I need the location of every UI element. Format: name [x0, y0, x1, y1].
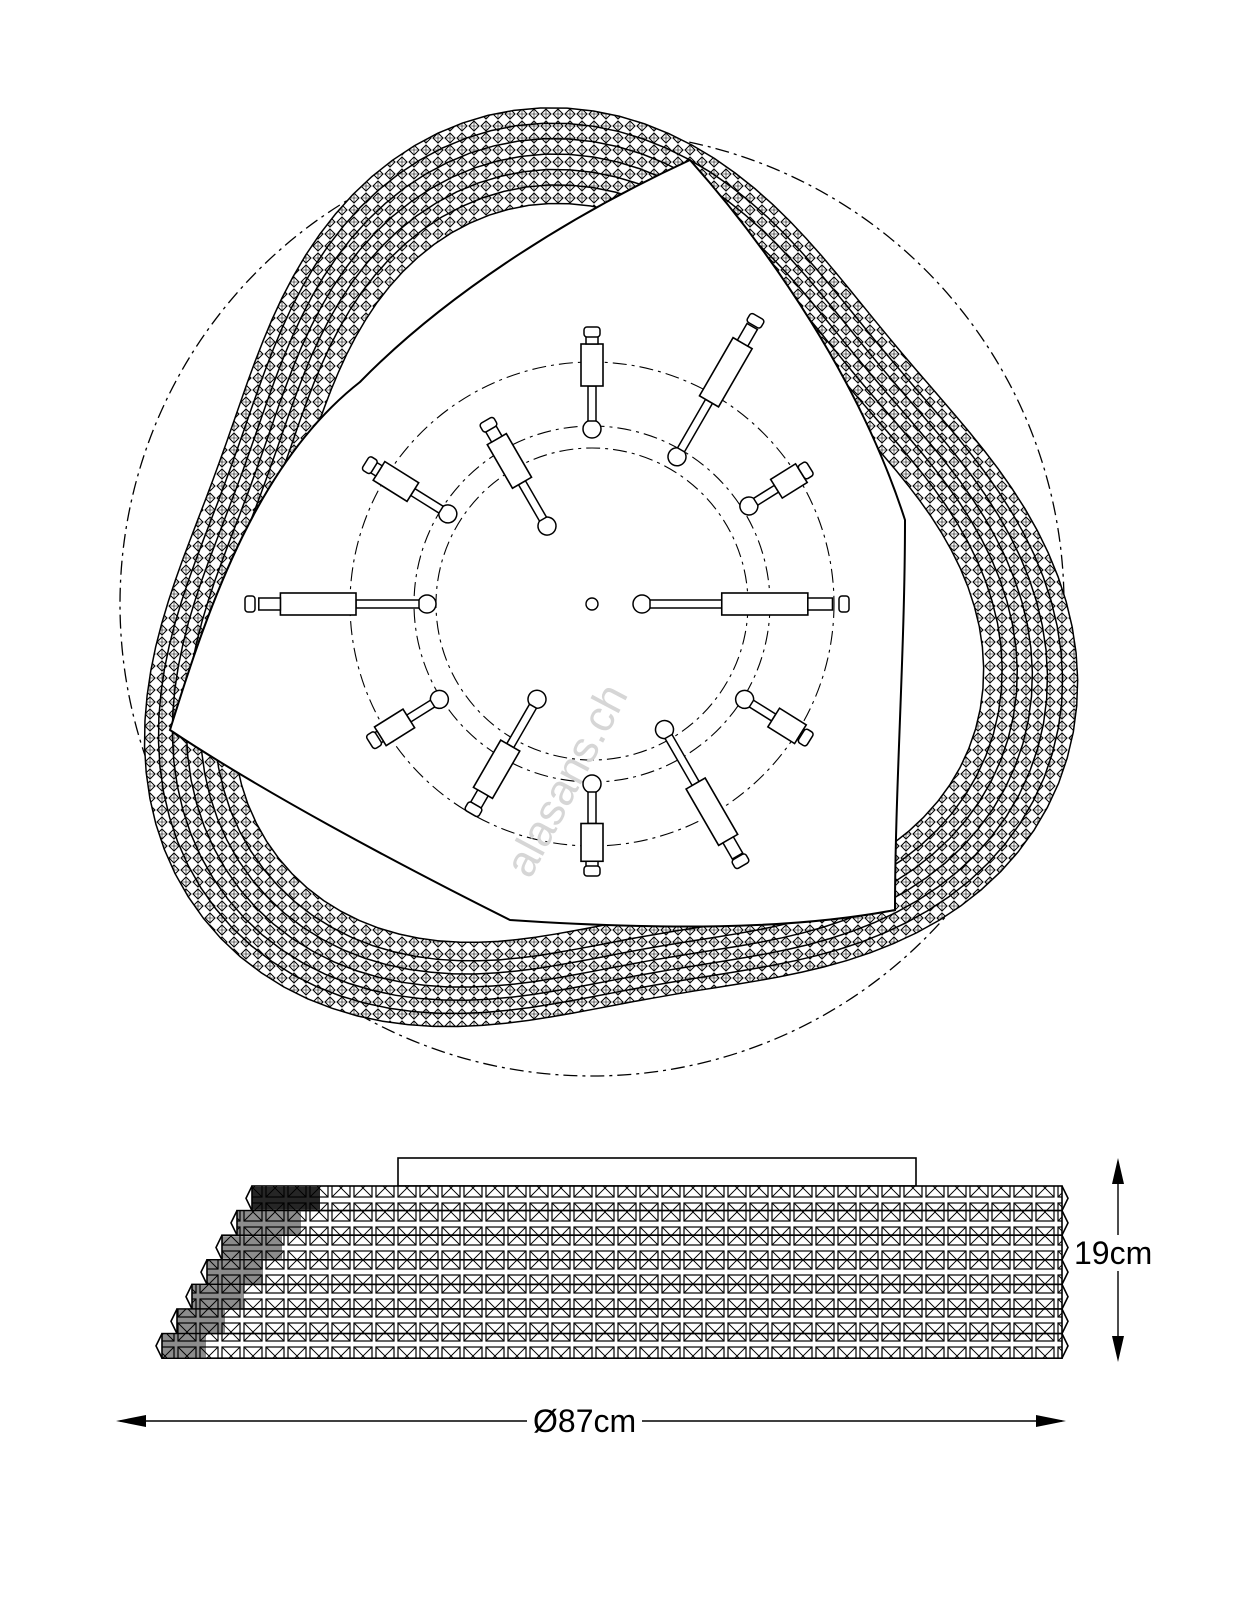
arrow-right-icon [1036, 1415, 1066, 1427]
lamp-arm [734, 689, 814, 747]
crystal-band-beads [159, 124, 1062, 1013]
lamp-arm [361, 456, 458, 524]
lamp-arms [244, 312, 850, 877]
inner-triangle-outline [168, 158, 907, 928]
lamp-arm [365, 689, 450, 750]
side-view [155, 1157, 1069, 1359]
center-mount-hole [585, 597, 599, 611]
crystal-tier [230, 1209, 1069, 1236]
lamp-arm [580, 774, 604, 877]
arrow-down-icon [1112, 1336, 1124, 1362]
arrow-up-icon [1112, 1158, 1124, 1184]
lamp-arm [632, 592, 850, 616]
crystal-tier [200, 1259, 1069, 1286]
crystal-tiers [155, 1185, 1069, 1359]
top-view [119, 107, 1079, 1077]
lamp-arm [654, 719, 750, 870]
lamp-arm [580, 326, 604, 439]
crystal-tier [170, 1308, 1069, 1335]
arrow-left-icon [116, 1415, 146, 1427]
crystal-tier [155, 1332, 1069, 1359]
crystal-band-beads [173, 139, 1047, 1000]
lamp-arm [667, 312, 765, 467]
ceiling-canopy [397, 1157, 917, 1187]
lamp-arm [464, 689, 547, 818]
lamp-arm [479, 416, 557, 536]
height-label: 19cm [1074, 1235, 1153, 1271]
crystal-tier [245, 1185, 1069, 1212]
diameter-label: Ø87cm [527, 1403, 643, 1439]
crystal-tier [215, 1234, 1069, 1261]
lamp-arm [739, 461, 814, 516]
crystal-tier [185, 1283, 1069, 1310]
lamp-arm [244, 592, 437, 616]
crystal-band-beads [145, 108, 1077, 1026]
